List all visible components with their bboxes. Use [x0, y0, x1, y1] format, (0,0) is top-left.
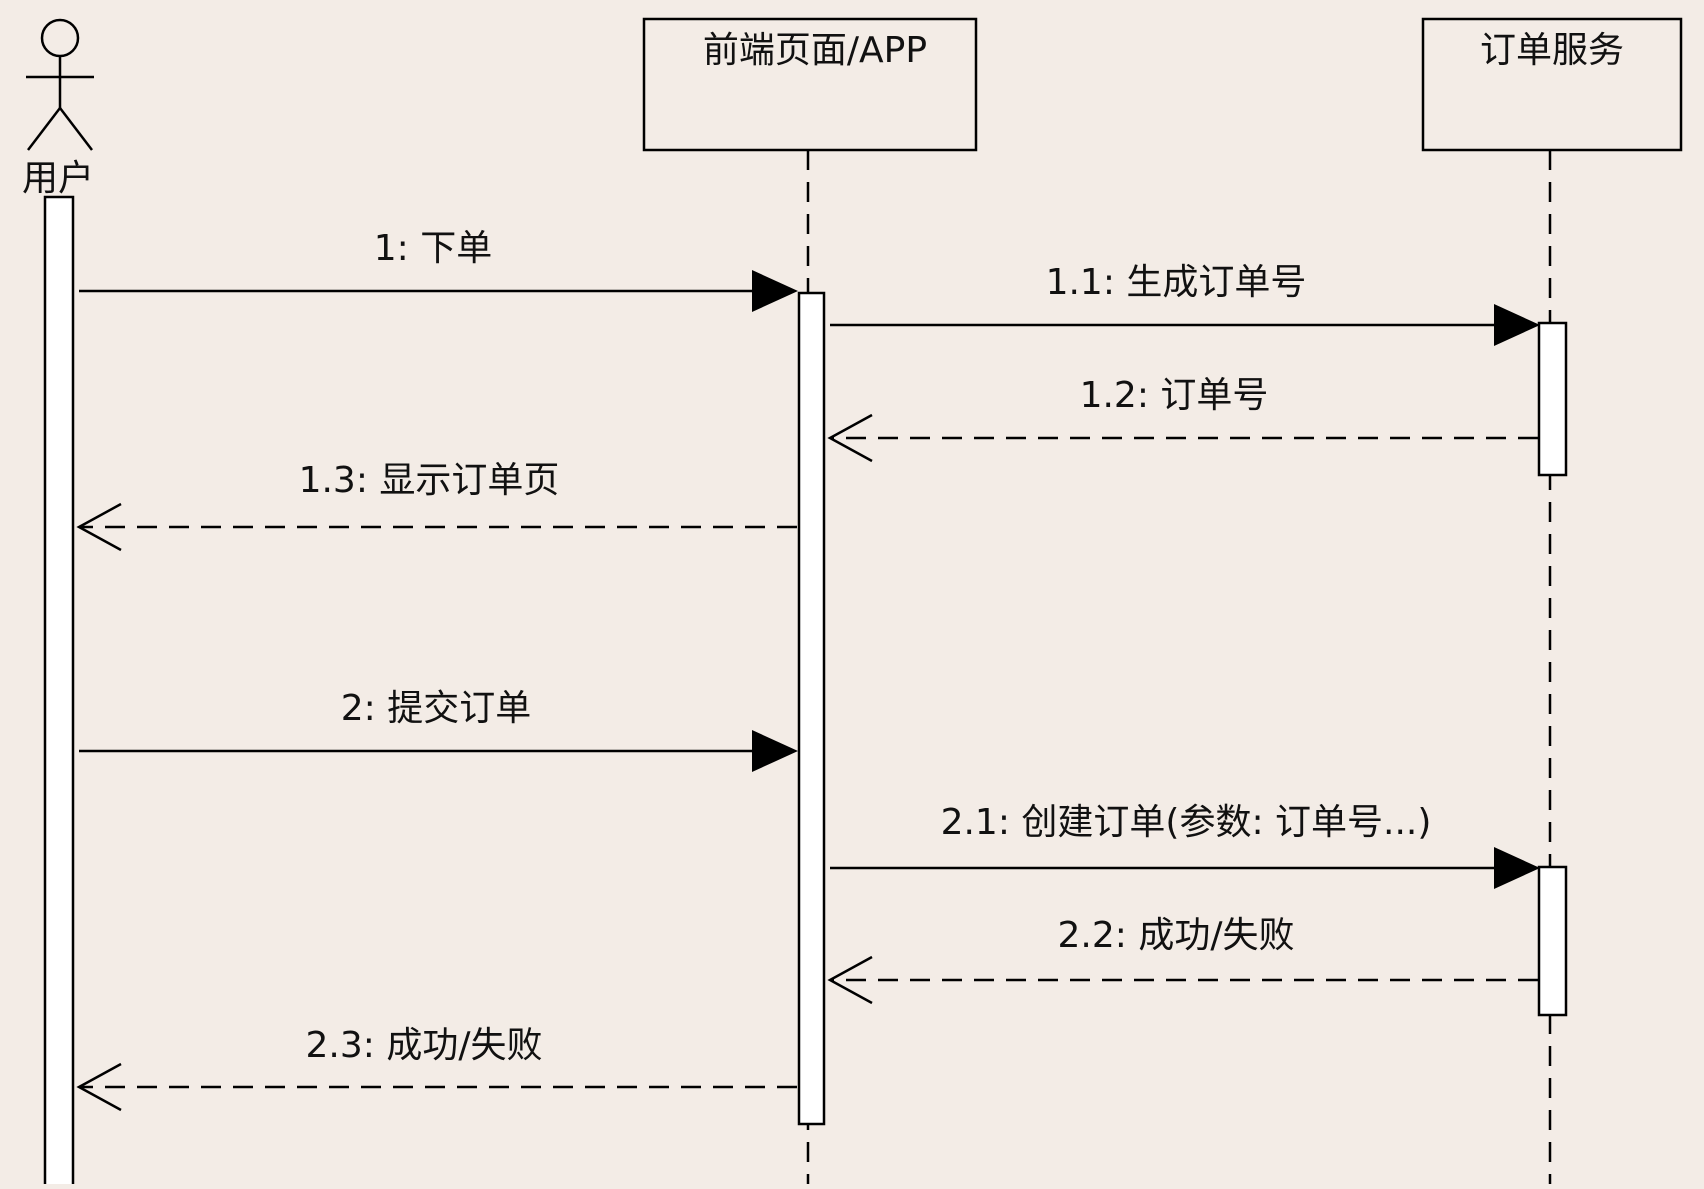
message-2-3: 2.3: 成功/失败 [76, 1025, 797, 1112]
participant-label-frontend: 前端页面/APP [703, 30, 927, 71]
actor-icon [26, 18, 94, 151]
arrowhead-open [827, 413, 873, 463]
message-1-3: 1.3: 显示订单页 [76, 460, 797, 552]
message-2-2: 2.2: 成功/失败 [827, 915, 1538, 1005]
activation-order-1 [1537, 321, 1568, 477]
message-label-2: 2: 提交订单 [341, 688, 531, 729]
participant-box-frontend [642, 17, 978, 152]
participant-label-user: 用户 [22, 158, 94, 199]
arrowhead-solid [752, 270, 798, 312]
participant-order: 订单服务 [1421, 17, 1683, 152]
message-2-1: 2.1: 创建订单(参数: 订单号...) [830, 802, 1540, 889]
message-1: 1: 下单 [79, 228, 798, 312]
message-2: 2: 提交订单 [79, 688, 798, 772]
participant-frontend: 前端页面/APP [642, 17, 978, 152]
activation-order-2 [1537, 865, 1568, 1017]
arrowhead-open [827, 955, 873, 1005]
message-label-1-2: 1.2: 订单号 [1080, 375, 1269, 416]
arrowhead-solid [1494, 304, 1540, 346]
message-label-1-1: 1.1: 生成订单号 [1046, 262, 1307, 303]
activation-frontend [797, 291, 826, 1126]
message-label-1-3: 1.3: 显示订单页 [299, 460, 560, 501]
participant-label-order: 订单服务 [1480, 30, 1624, 71]
participant-user: 用户 [22, 18, 94, 199]
message-label-2-2: 2.2: 成功/失败 [1058, 915, 1295, 956]
message-1-2: 1.2: 订单号 [827, 375, 1538, 463]
arrowhead-open [76, 502, 122, 552]
activation-user [43, 195, 75, 1189]
arrowhead-solid [752, 730, 798, 772]
arrowhead-solid [1494, 847, 1540, 889]
arrowhead-open [76, 1062, 122, 1112]
message-label-2-3: 2.3: 成功/失败 [306, 1025, 543, 1066]
participant-box-order [1421, 17, 1683, 152]
message-label-2-1: 2.1: 创建订单(参数: 订单号...) [941, 802, 1432, 843]
message-label-1: 1: 下单 [374, 228, 492, 269]
message-1-1: 1.1: 生成订单号 [830, 262, 1540, 346]
